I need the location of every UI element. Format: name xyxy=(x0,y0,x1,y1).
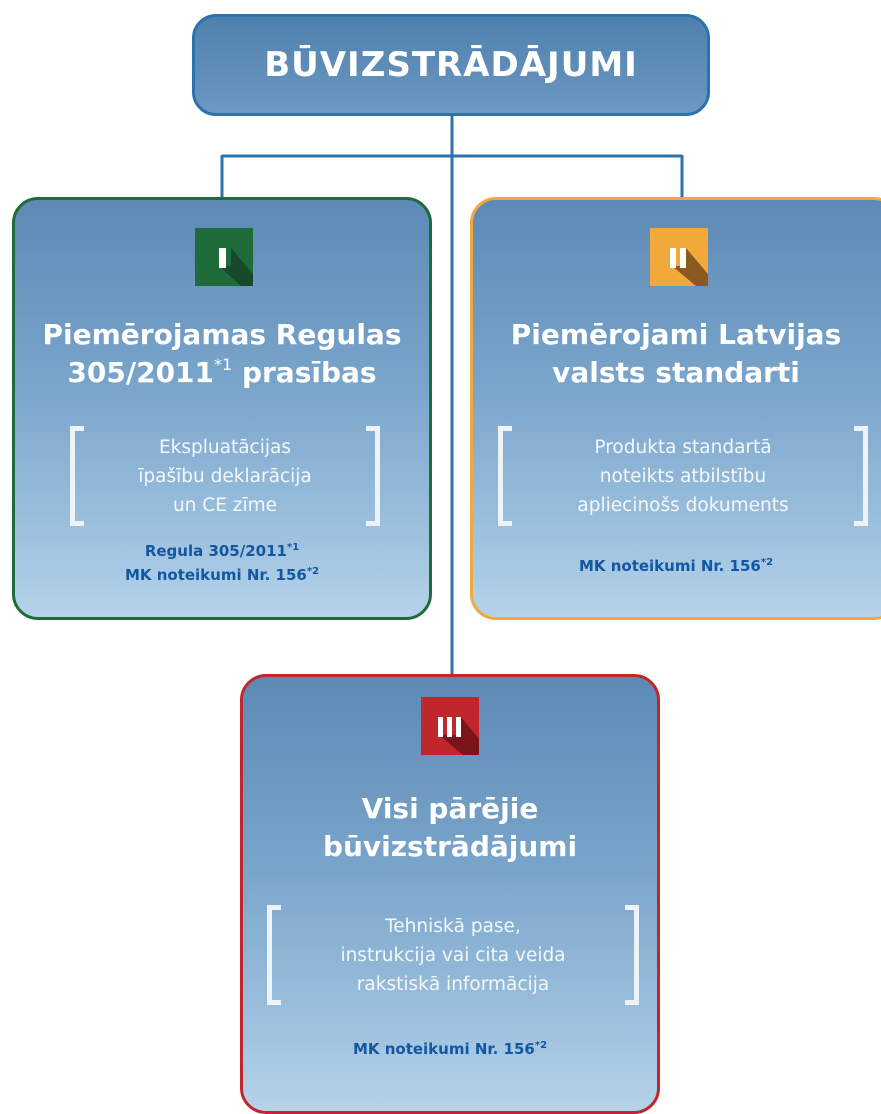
reference-text: MK noteikumi Nr. 156 xyxy=(352,1040,535,1058)
roman-numeral-two-badge-icon xyxy=(650,228,708,286)
category-1-heading: Piemērojamas Regulas 305/2011*1 prasības xyxy=(15,316,429,392)
category-1-heading-line2-end: prasības xyxy=(232,356,377,389)
category-2-description-bracket: Produkta standartā noteikts atbilstību a… xyxy=(498,426,868,526)
roman-numeral-one-badge-icon xyxy=(195,228,253,286)
left-bracket xyxy=(267,905,281,1005)
category-3-description-bracket: Tehniskā pase, instrukcija vai cita veid… xyxy=(267,905,639,1005)
category-2-description: Produkta standartā noteikts atbilstību a… xyxy=(577,436,789,516)
category-1-heading-footnote: *1 xyxy=(214,355,233,374)
category-2-references: MK noteikumi Nr. 156*2 xyxy=(473,554,879,578)
reference-footnote: *1 xyxy=(286,542,300,553)
category-1-description-bracket: Ekspluatācijas īpašību deklarācija un CE… xyxy=(70,426,380,526)
category-1-references: Regula 305/2011*1 MK noteikumi Nr. 156*2 xyxy=(15,539,429,587)
category-2-box: Piemērojami Latvijas valsts standarti Pr… xyxy=(470,197,881,620)
roman-numeral-three-badge-icon xyxy=(421,697,479,755)
category-3-reference-1: MK noteikumi Nr. 156*2 xyxy=(243,1037,657,1061)
reference-footnote: *2 xyxy=(760,557,774,568)
category-2-reference-1: MK noteikumi Nr. 156*2 xyxy=(473,554,879,578)
category-3-box: Visi pārējie būvizstrādājumi Tehniskā pa… xyxy=(240,674,660,1114)
reference-footnote: *2 xyxy=(534,1040,548,1051)
left-bracket xyxy=(70,426,84,526)
category-3-heading-line1: Visi pārējie xyxy=(361,792,539,825)
category-2-heading: Piemērojami Latvijas valsts standarti xyxy=(473,316,879,392)
category-3-references: MK noteikumi Nr. 156*2 xyxy=(243,1037,657,1061)
reference-text: Regula 305/2011 xyxy=(144,542,287,560)
right-bracket xyxy=(366,426,380,526)
left-bracket xyxy=(498,426,512,526)
category-3-description: Tehniskā pase, instrukcija vai cita veid… xyxy=(340,915,566,995)
category-2-heading-line2: valsts standarti xyxy=(552,356,800,389)
category-1-box: Piemērojamas Regulas 305/2011*1 prasības… xyxy=(12,197,432,620)
main-title: BŪVIZSTRĀDĀJUMI xyxy=(264,45,638,85)
main-title-box: BŪVIZSTRĀDĀJUMI xyxy=(192,14,710,116)
right-bracket xyxy=(625,905,639,1005)
category-1-heading-line2-main: 305/2011 xyxy=(67,356,215,389)
category-1-heading-line1: Piemērojamas Regulas xyxy=(42,318,402,351)
right-bracket xyxy=(854,426,868,526)
reference-text: MK noteikumi Nr. 156 xyxy=(578,557,761,575)
reference-text: MK noteikumi Nr. 156 xyxy=(124,566,307,584)
category-1-description: Ekspluatācijas īpašību deklarācija un CE… xyxy=(138,436,312,516)
category-2-heading-line1: Piemērojami Latvijas xyxy=(510,318,842,351)
category-3-heading-line2: būvizstrādājumi xyxy=(322,830,578,863)
category-1-reference-1: Regula 305/2011*1 xyxy=(15,539,429,563)
reference-footnote: *2 xyxy=(306,566,320,577)
category-1-reference-2: MK noteikumi Nr. 156*2 xyxy=(15,563,429,587)
category-3-heading: Visi pārējie būvizstrādājumi xyxy=(243,790,657,866)
